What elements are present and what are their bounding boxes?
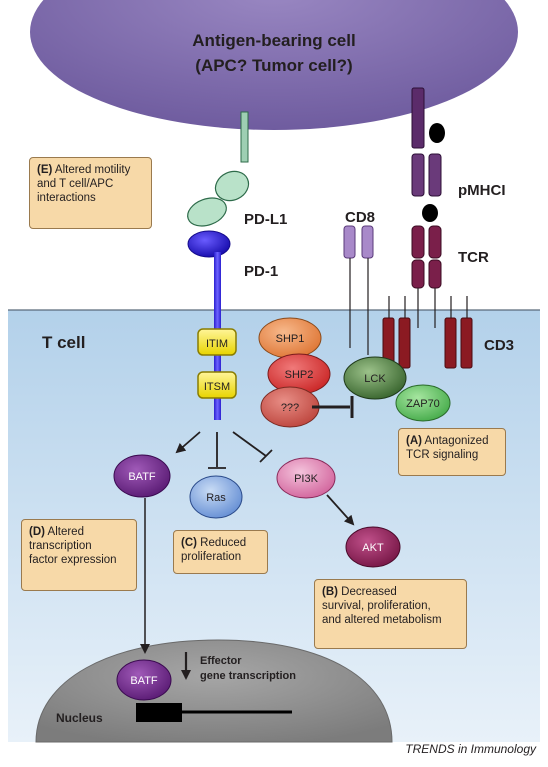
effector-label-line1: Effector	[200, 655, 242, 667]
cd3-chain-3	[444, 317, 457, 369]
pd1-label: PD-1	[244, 263, 278, 280]
box-b-text1: Decreased	[341, 586, 397, 598]
box-d-text2: transcription	[29, 540, 92, 552]
apc-label-line2: (APC? Tumor cell?)	[195, 56, 352, 75]
t-cell-label: T cell	[42, 333, 85, 352]
pmhci-label: pMHCI	[458, 182, 506, 199]
box-b-text3: and altered metabolism	[322, 614, 442, 626]
pd1-to-batf-arrow	[175, 431, 201, 454]
pd1-inhibits-pi3k-bar	[259, 449, 273, 463]
pdl1-domain-2	[187, 197, 227, 227]
batf-node	[113, 454, 171, 498]
mhc-alpha-chain	[411, 87, 425, 149]
pd1-inhibits-pi3k-line	[232, 431, 267, 457]
box-e-altered-motility: (E) Altered motility and T cell/APC inte…	[29, 157, 152, 229]
cd3-chain-2	[398, 317, 411, 369]
box-b-decreased-survival: (B) Decreased survival, proliferation, a…	[314, 579, 467, 649]
journal-credit: TRENDS in Immunology	[405, 742, 536, 756]
effector-label-line2: gene transcription	[200, 670, 296, 682]
pi3k-node	[276, 457, 336, 499]
tcr-alpha-2	[411, 259, 425, 289]
shp2-label: SHP2	[285, 369, 314, 381]
cd8-alpha	[343, 225, 356, 259]
gene-block	[136, 703, 182, 722]
box-c-text2: proliferation	[181, 551, 242, 563]
lck-label: LCK	[364, 373, 386, 385]
pdl1-label: PD-L1	[244, 211, 287, 228]
peptide-bound	[422, 204, 438, 222]
batf-nucleus-label: BATF	[130, 675, 158, 687]
itim-label: ITIM	[206, 338, 228, 350]
tcr-alpha-1	[411, 225, 425, 259]
batf-nucleus-node	[116, 659, 172, 701]
box-d-key: (D)	[29, 526, 45, 538]
pi3k-to-akt-arrow	[326, 494, 355, 526]
box-b-text2: survival, proliferation,	[322, 600, 431, 612]
box-d-text1: Altered	[47, 526, 84, 538]
itim-motif	[197, 328, 237, 356]
antigen-bearing-cell	[30, 0, 518, 130]
cd3-label: CD3	[484, 337, 514, 354]
cd8-label: CD8	[345, 209, 375, 226]
batf-label: BATF	[128, 471, 156, 483]
apc-label-line1: Antigen-bearing cell	[192, 31, 355, 50]
itsm-motif	[197, 371, 237, 399]
mhc-domain-2	[428, 153, 442, 197]
ras-node	[189, 475, 243, 519]
zap70-node	[395, 384, 451, 422]
unknown-label: ???	[281, 402, 299, 414]
box-c-key: (C)	[181, 537, 197, 549]
box-d-text3: factor expression	[29, 554, 117, 566]
itsm-label: ITSM	[204, 381, 230, 393]
box-e-text3: interactions	[37, 192, 96, 204]
pi3k-label: PI3K	[294, 473, 319, 485]
ras-label: Ras	[206, 492, 226, 504]
box-e-key: (E)	[37, 164, 53, 176]
akt-node	[345, 526, 401, 568]
tcr-beta-2	[428, 259, 442, 289]
box-a-key: (A)	[406, 435, 422, 447]
cd8-beta	[361, 225, 374, 259]
pd1-domain	[187, 230, 231, 258]
pdl1-stalk	[240, 111, 249, 163]
tcr-beta-1	[428, 225, 442, 259]
zap70-label: ZAP70	[406, 398, 440, 410]
box-a-text1: Antagonized	[424, 435, 489, 447]
box-c-reduced-proliferation: (C) Reduced proliferation	[173, 530, 268, 574]
box-a-antagonized-tcr: (A) Antagonized TCR signaling	[398, 428, 506, 476]
cd3-chain-4	[460, 317, 473, 369]
nucleus-label: Nucleus	[56, 711, 103, 725]
box-e-text2: and T cell/APC	[37, 178, 114, 190]
box-b-key: (B)	[322, 586, 338, 598]
box-a-text2: TCR signaling	[406, 449, 479, 461]
akt-label: AKT	[362, 542, 384, 554]
tcr-label: TCR	[458, 249, 489, 266]
mhc-domain-1	[411, 153, 425, 197]
box-c-text1: Reduced	[200, 537, 247, 549]
pdl1-domain-1	[214, 170, 250, 202]
lck-node	[343, 356, 407, 400]
box-d-altered-transcription: (D) Altered transcription factor express…	[21, 519, 137, 591]
shp1-label: SHP1	[276, 333, 305, 345]
peptide	[429, 123, 445, 143]
box-e-text1: Altered motility	[54, 164, 131, 176]
